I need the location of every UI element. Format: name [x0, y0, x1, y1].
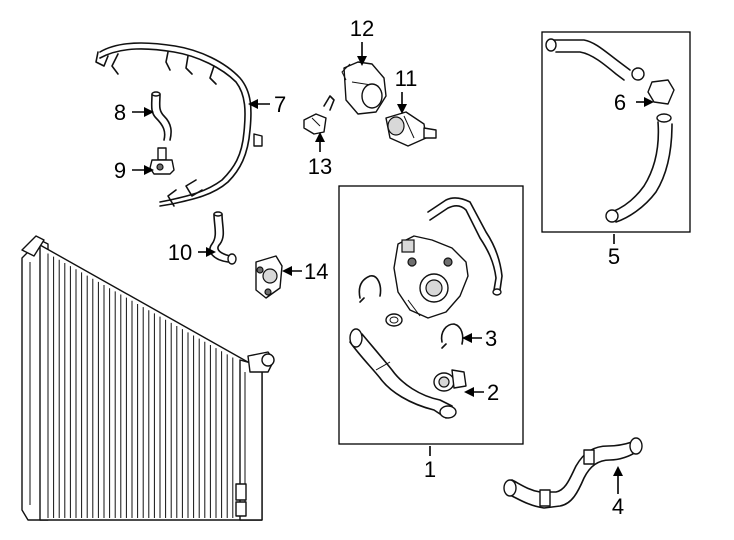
callout-4: 4	[612, 494, 624, 519]
part-9-sensor	[149, 147, 175, 175]
part-7-hose-harness	[95, 42, 263, 207]
callout-8: 8	[114, 100, 126, 125]
part-14-housing	[255, 255, 283, 299]
part-8-hose	[150, 91, 172, 141]
part-11-pump	[385, 111, 437, 147]
callout-12: 12	[350, 16, 374, 41]
callout-7: 7	[274, 92, 286, 117]
callout-9: 9	[114, 158, 126, 183]
callout-1: 1	[424, 457, 436, 482]
part-10-hose	[209, 211, 237, 265]
leader-lines	[132, 42, 654, 494]
callout-11: 11	[395, 66, 418, 91]
callout-14: 14	[304, 259, 328, 284]
callout-3: 3	[485, 326, 497, 351]
callout-6: 6	[614, 90, 626, 115]
box-5	[541, 31, 691, 233]
box-1	[338, 185, 524, 445]
part-13-bracket	[303, 95, 335, 135]
part-1-assembly	[349, 197, 503, 419]
callout-10: 10	[168, 240, 192, 265]
callout-5: 5	[608, 244, 620, 269]
radiator	[21, 235, 275, 521]
part-4-hose	[503, 437, 643, 509]
part-12-cover	[341, 61, 387, 115]
callout-2: 2	[487, 380, 499, 405]
callout-13: 13	[308, 154, 332, 179]
part-5-hose	[545, 38, 675, 223]
